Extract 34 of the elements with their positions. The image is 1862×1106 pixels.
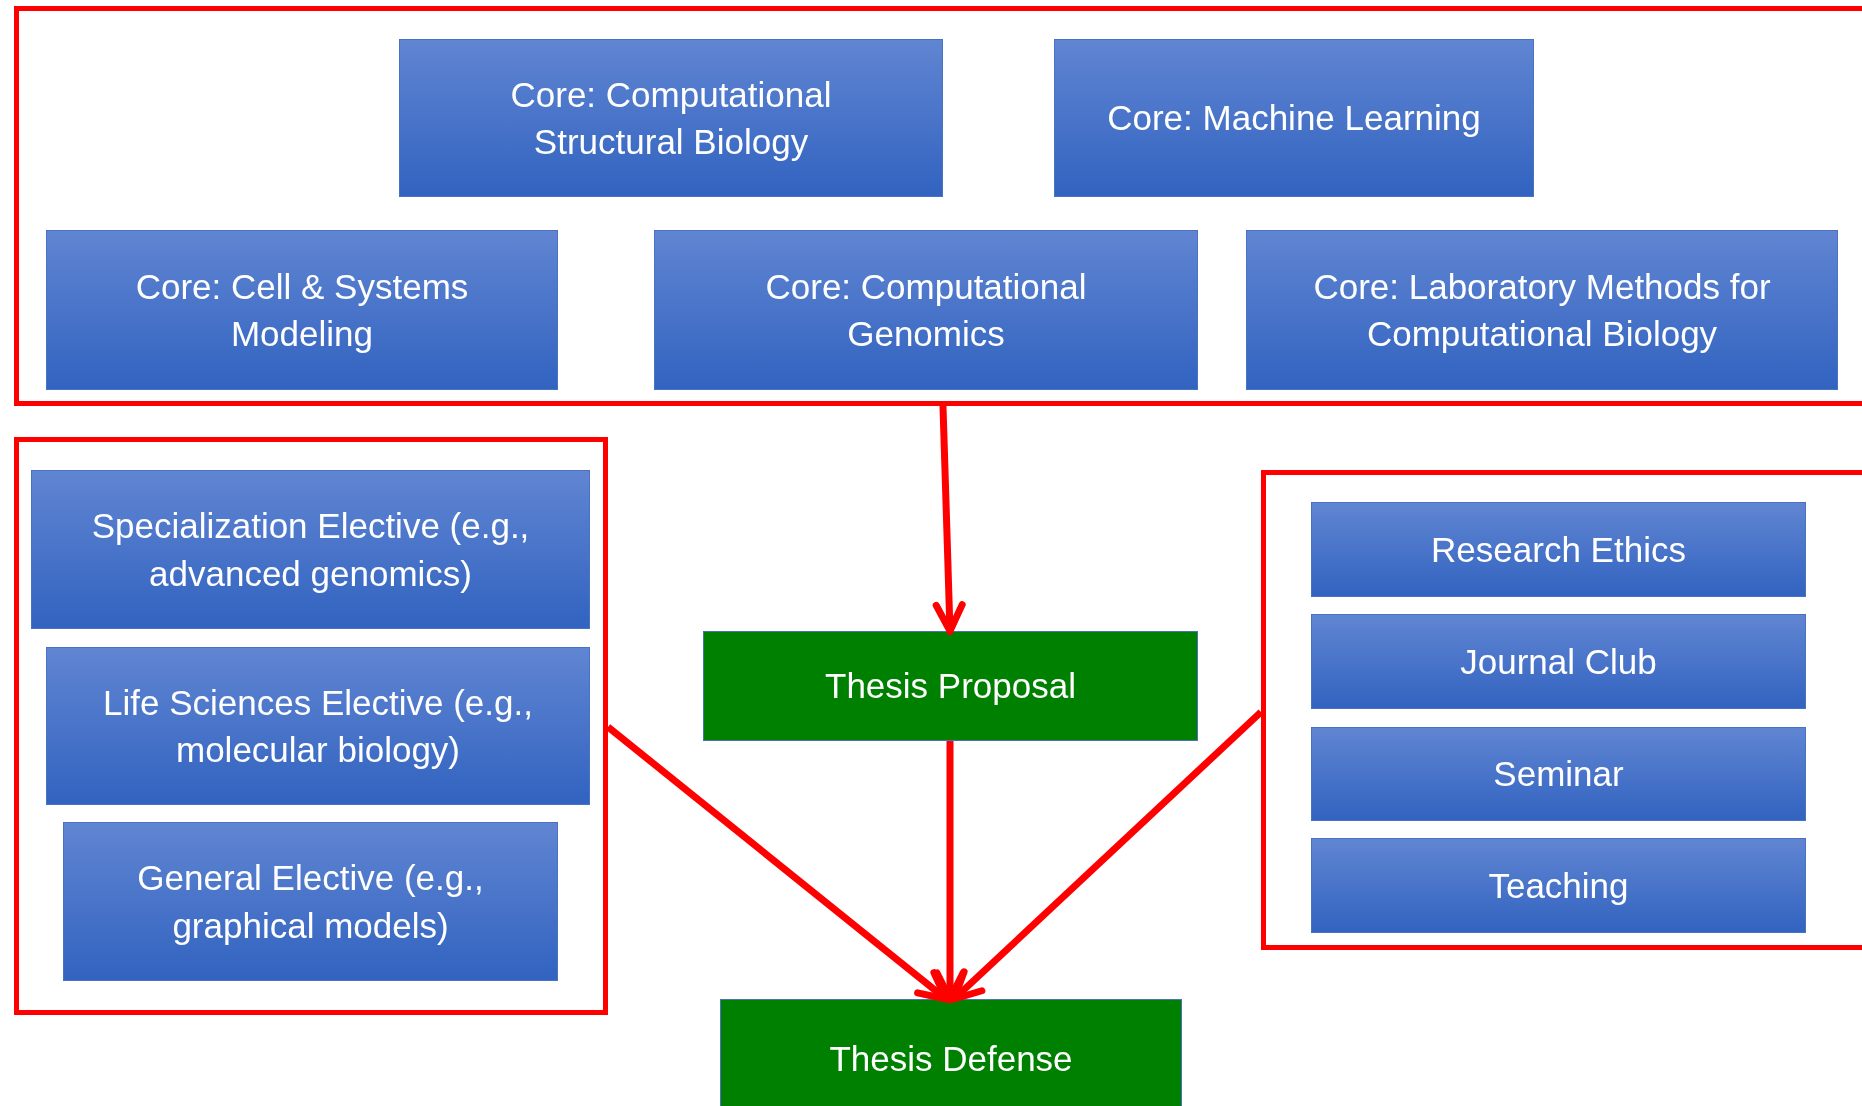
course-box: [1054, 39, 1534, 197]
course-box: [399, 39, 943, 197]
course-title: Core: Machine Learning: [1106, 97, 1482, 140]
course-title: Core: Cell & Systems Modeling: [134, 265, 470, 355]
course-title: Thesis Defense: [828, 1038, 1074, 1081]
course-box: [1311, 502, 1806, 597]
course-box: [63, 822, 558, 981]
arrow: [932, 405, 966, 635]
group-frame: [14, 437, 608, 1015]
course-title: Core: Laboratory Methods for Computational Biology: [1312, 265, 1772, 355]
course-title: Journal Club: [1459, 640, 1658, 683]
course-box: [654, 230, 1198, 390]
course-box: [1311, 838, 1806, 933]
course-title: Teaching: [1487, 864, 1630, 907]
course-title: Seminar: [1492, 753, 1625, 796]
course-title: Life Sciences Elective (e.g., molecular biology): [102, 681, 534, 771]
course-title: General Elective (e.g., graphical models): [136, 857, 485, 947]
course-title: Thesis Proposal: [824, 665, 1077, 708]
course-title: Research Ethics: [1430, 528, 1687, 571]
group-frame: [1261, 470, 1862, 950]
milestone-box: [703, 631, 1198, 741]
milestone-box: [720, 999, 1182, 1106]
course-title: Specialization Elective (e.g., advanced genomics): [90, 505, 531, 595]
course-box: [46, 230, 558, 390]
course-title: Core: Computational Structural Biology: [509, 73, 833, 163]
course-box: [46, 647, 590, 805]
course-box: [1246, 230, 1838, 390]
course-box: [1311, 727, 1806, 821]
course-box: [31, 470, 590, 629]
course-title: Core: Computational Genomics: [764, 265, 1088, 355]
arrow: [605, 724, 950, 1003]
course-box: [1311, 614, 1806, 709]
arrow: [950, 709, 1264, 1003]
group-frame: [14, 6, 1862, 406]
